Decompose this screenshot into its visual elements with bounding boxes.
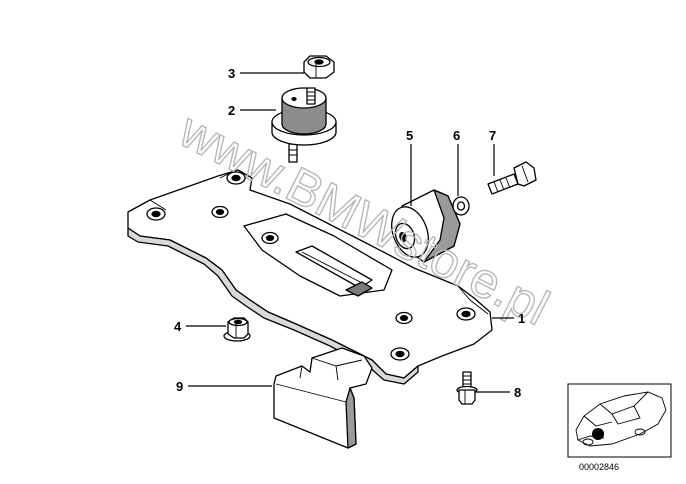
rubber-mount-part bbox=[271, 87, 337, 163]
insulator-pad-part bbox=[273, 347, 373, 449]
mount-hole bbox=[146, 207, 166, 221]
washer-part bbox=[452, 196, 470, 216]
mount-hole bbox=[226, 171, 246, 185]
crossmember-part bbox=[127, 169, 493, 385]
callout-3: 3 bbox=[228, 66, 304, 81]
callout-number: 8 bbox=[514, 385, 521, 400]
callout-4: 4 bbox=[174, 319, 226, 334]
callout-number: 9 bbox=[176, 379, 183, 394]
callout-7: 7 bbox=[489, 128, 496, 176]
callout-number: 5 bbox=[406, 128, 413, 143]
rubber-bushing-part bbox=[391, 189, 461, 263]
location-marker-icon bbox=[592, 428, 604, 440]
callout-1: 1 bbox=[492, 311, 525, 326]
callout-number: 3 bbox=[228, 66, 235, 81]
callout-number: 2 bbox=[228, 103, 235, 118]
flange-bolt-part bbox=[456, 371, 478, 405]
callout-8: 8 bbox=[476, 385, 521, 400]
callout-9: 9 bbox=[176, 379, 272, 394]
mount-hole bbox=[211, 205, 229, 219]
callout-number: 1 bbox=[518, 311, 525, 326]
mount-hole bbox=[395, 311, 413, 325]
car-location-thumbnail: 00002846 bbox=[567, 383, 672, 472]
mount-hole bbox=[390, 347, 410, 361]
callout-6: 6 bbox=[453, 128, 460, 196]
callout-2: 2 bbox=[228, 103, 276, 118]
reference-number: 00002846 bbox=[579, 462, 619, 472]
callout-5: 5 bbox=[406, 128, 413, 206]
hex-nut-top-part bbox=[303, 55, 335, 79]
callout-number: 4 bbox=[174, 319, 182, 334]
callout-number: 6 bbox=[453, 128, 460, 143]
mount-hole bbox=[261, 231, 279, 245]
callout-number: 7 bbox=[489, 128, 496, 143]
mount-hole bbox=[456, 307, 476, 321]
hex-nut-flange-part bbox=[223, 317, 251, 342]
hex-bolt-part bbox=[487, 161, 537, 195]
